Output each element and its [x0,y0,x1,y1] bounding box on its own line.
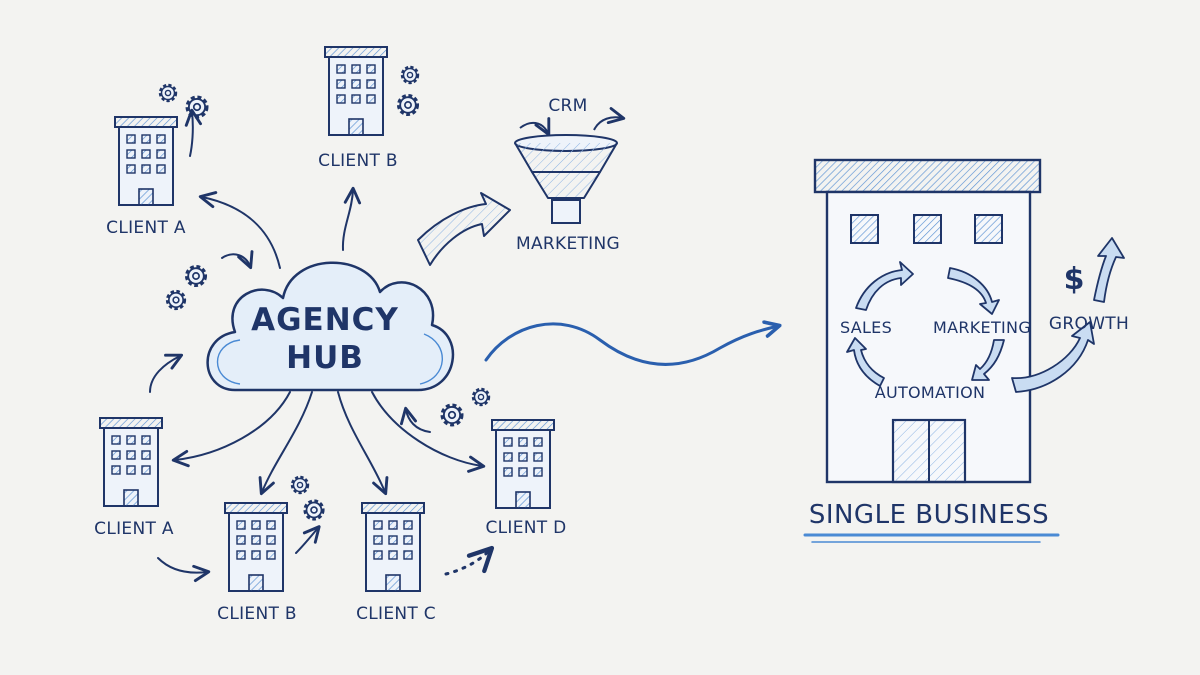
hub-connectors [149,108,495,583]
building-icon-client-a-top [114,116,178,206]
building-icon-client-b-bottom [224,502,288,592]
funnel-icon [514,107,626,224]
cloud-icon [206,261,455,392]
client-a-bottom-label: CLIENT A [94,519,174,539]
client-a-top-label: CLIENT A [106,218,186,238]
funnel-crm-label: CRM [548,96,588,116]
dollar-icon: $ [1063,262,1085,297]
arrow-icon-to-funnel [417,192,511,266]
gear-icon-right-bottom [440,387,491,427]
arrow-icon-to-business [484,320,782,366]
client-d-bottom-label: CLIENT D [485,518,567,538]
gear-icon-client-b-top [396,65,420,117]
hub-title-line2: HUB [286,340,364,376]
gear-icon-top-left [158,83,209,119]
building-icon-client-d-bottom [491,419,555,509]
gear-icon-client-b-bottom [290,475,325,521]
funnel-marketing-label: MARKETING [516,234,620,254]
gear-icon-left [165,264,208,311]
building-icon-client-b-top [324,46,388,136]
single-business-title: SINGLE BUSINESS [808,500,1050,530]
building-icon-single-business [803,158,1060,543]
cycle-sales-label: SALES [839,318,893,337]
cycle-arrows [846,261,1005,387]
building-icon-client-a-bottom [99,417,163,507]
client-c-bottom-label: CLIENT C [356,604,436,624]
cycle-marketing-label: MARKETING [932,318,1032,337]
hub-title-line1: AGENCY [251,302,399,338]
growth-label: GROWTH [1048,314,1130,334]
arrow-icon-growth [1011,237,1125,393]
building-icon-client-c-bottom [361,502,425,592]
cycle-automation-label: AUTOMATION [874,383,986,402]
client-b-top-label: CLIENT B [318,151,398,171]
client-b-bottom-label: CLIENT B [217,604,297,624]
